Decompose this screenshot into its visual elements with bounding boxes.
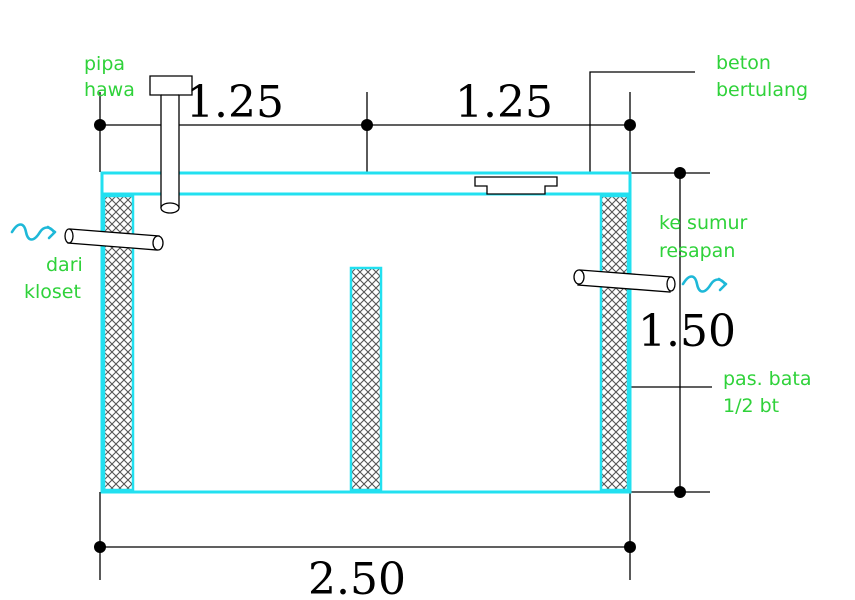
manhole-cover xyxy=(474,176,558,195)
label-concrete-1: beton xyxy=(716,52,771,74)
dim-dot xyxy=(624,541,636,553)
wavy-arrow-icon xyxy=(681,275,728,293)
tank-body xyxy=(100,171,632,494)
label-inlet-2: kloset xyxy=(24,281,81,303)
dim-dot xyxy=(361,119,373,131)
label-vent-pipe-2: hawa xyxy=(84,79,135,101)
vent-pipe xyxy=(149,75,193,214)
partition-wall xyxy=(349,266,383,492)
label-inlet-1: dari xyxy=(46,254,83,276)
dim-dot xyxy=(624,119,636,131)
dim-top-right: 1.25 xyxy=(455,77,553,128)
label-concrete-2: bertulang xyxy=(716,79,808,101)
dim-height: 1.50 xyxy=(638,306,736,357)
label-brick-2: 1/2 bt xyxy=(723,395,779,417)
tank-outline xyxy=(100,194,632,494)
dim-dot xyxy=(94,119,106,131)
dim-dot xyxy=(94,541,106,553)
dim-top-left: 1.25 xyxy=(186,77,284,128)
dim-total-width: 2.50 xyxy=(308,554,406,600)
outlet-pipe xyxy=(573,269,676,293)
label-brick-1: pas. bata xyxy=(723,368,811,390)
label-outlet-2: resapan xyxy=(659,240,735,262)
label-vent-pipe-1: pipa xyxy=(84,53,125,75)
dim-dot xyxy=(674,486,686,498)
right-brick-wall xyxy=(599,194,630,492)
inlet-pipe xyxy=(64,228,164,251)
label-outlet-1: ke sumur xyxy=(659,212,748,234)
wavy-arrow-icon xyxy=(10,223,57,241)
dim-dot xyxy=(674,167,686,179)
dimension-dots xyxy=(94,119,686,553)
